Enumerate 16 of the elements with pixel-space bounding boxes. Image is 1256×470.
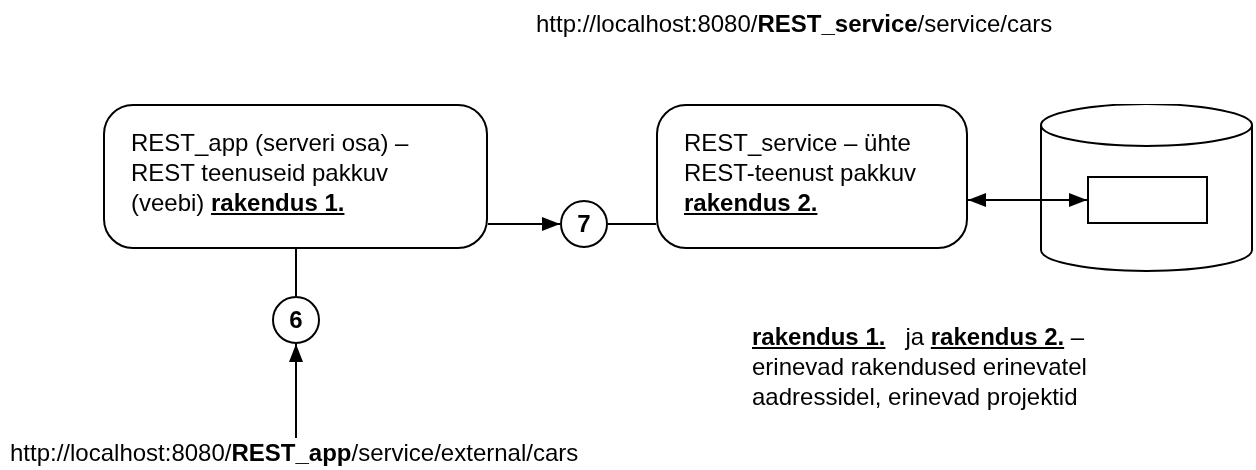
note-text: rakendus 1. ja rakendus 2. – erinevad rakendused erinevatel aadressidel, erinevad projektid — [752, 322, 1088, 412]
box-text: REST_service – ühte REST-teenust pakkuv rakendus 2. — [684, 128, 918, 218]
url-text: http://localhost:8080/REST_service/service/cars — [536, 9, 1054, 39]
step-circle: 6 — [272, 296, 320, 344]
database-cylinder — [1040, 104, 1253, 272]
box-text: REST_app (serveri osa) – REST teenuseid pakkuv (veebi) rakendus 1. — [131, 128, 410, 218]
rounded-box — [656, 104, 968, 249]
arrow — [289, 343, 303, 439]
rounded-box — [103, 104, 488, 249]
url-text: http://localhost:8080/REST_app/service/external/cars — [10, 438, 620, 468]
record-box — [1087, 176, 1208, 224]
arrow — [487, 217, 561, 231]
connector-line — [607, 223, 657, 225]
arrow — [967, 193, 1088, 207]
connector-line — [295, 248, 297, 297]
step-circle: 7 — [560, 200, 608, 248]
